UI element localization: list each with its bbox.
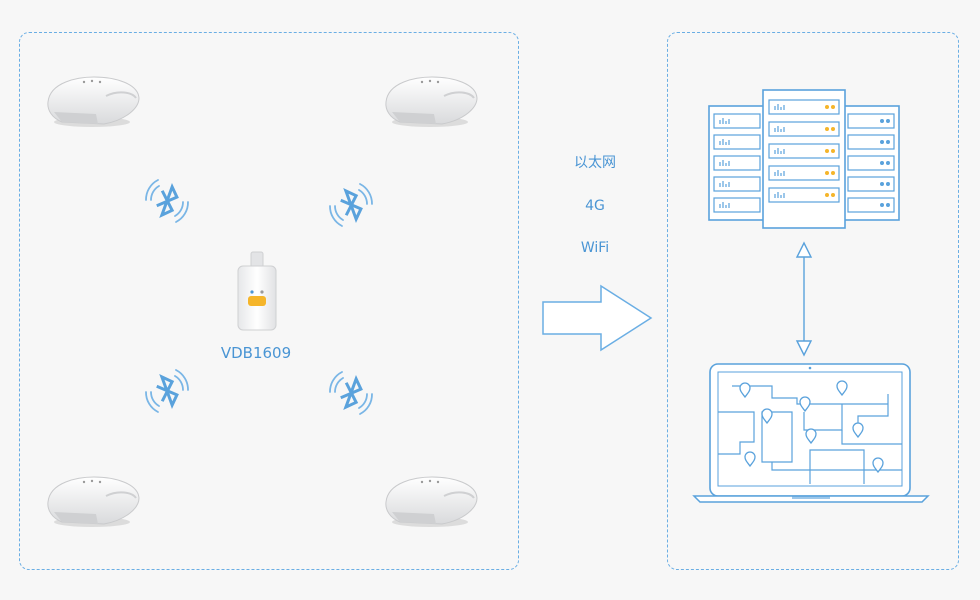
connection-label-4g: 4G <box>585 198 605 214</box>
access-point-icon <box>385 476 478 527</box>
bluetooth-signal-icon <box>329 183 373 227</box>
bluetooth-signal-icon <box>145 179 189 223</box>
access-point-icon <box>47 476 140 527</box>
device-label: VDB1609 <box>220 344 292 362</box>
bluetooth-signal-icon <box>145 369 189 413</box>
bidirectional-arrow-icon <box>795 241 813 357</box>
right-arrow-icon <box>542 284 653 352</box>
access-point-icon <box>47 76 140 127</box>
server-rack-icon <box>708 89 900 229</box>
access-point-icon <box>385 76 478 127</box>
vdb1609-device-icon <box>237 251 277 331</box>
connection-label-ethernet: 以太网 <box>574 155 616 171</box>
beacon-area-panel <box>19 32 519 570</box>
bluetooth-signal-icon <box>329 371 373 415</box>
laptop-map-icon <box>692 363 930 503</box>
platform-area-panel <box>667 32 959 570</box>
connection-label-wifi: WiFi <box>580 240 610 256</box>
